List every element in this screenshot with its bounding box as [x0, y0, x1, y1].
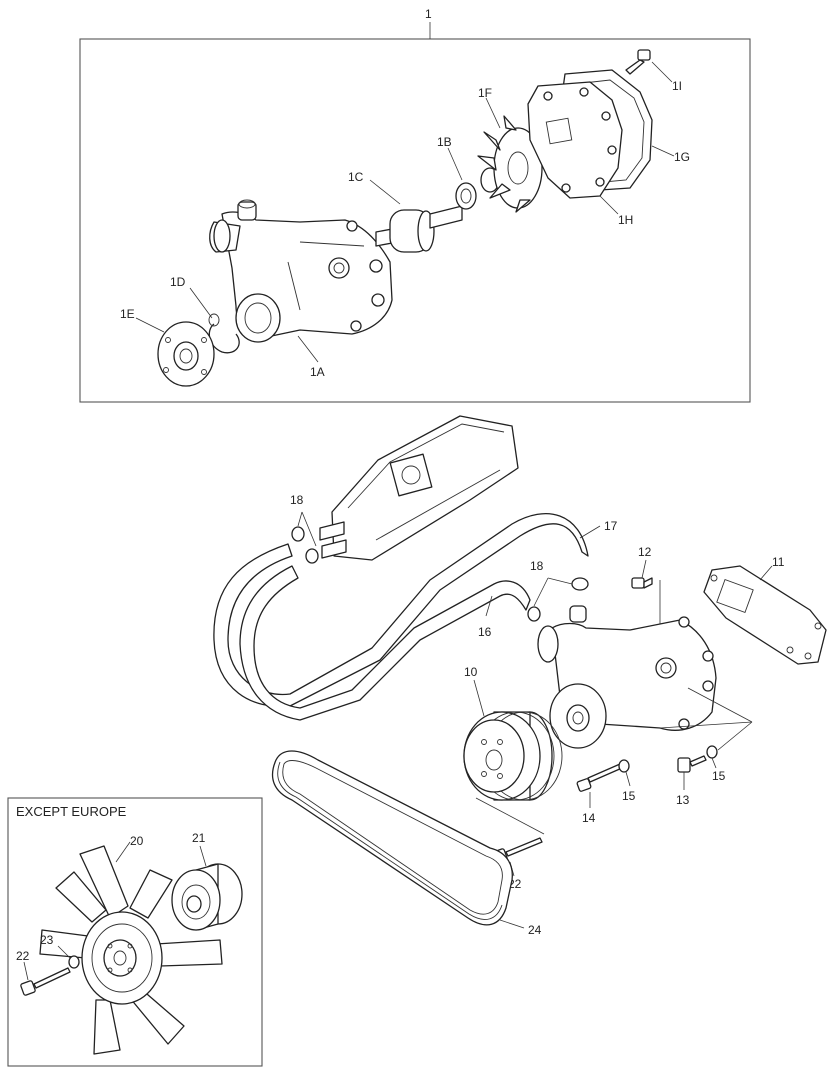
- impeller-1F: [477, 115, 543, 213]
- callout-23: 23: [40, 933, 54, 947]
- callout-22-fan: 22: [16, 949, 30, 963]
- callout-24: 24: [528, 923, 542, 937]
- hose-16: [239, 565, 531, 721]
- callout-1C: 1C: [348, 170, 364, 184]
- callout-18-left: 18: [290, 493, 304, 507]
- circlip-1D: [208, 313, 240, 354]
- hose-clamp-18-right: [527, 577, 589, 622]
- callout-12: 12: [638, 545, 652, 559]
- bolt-22-fan: [20, 967, 71, 996]
- callout-16: 16: [478, 625, 492, 639]
- drive-belt-24: [271, 750, 513, 926]
- shaft-bearing-1C: [375, 205, 463, 253]
- callout-1H: 1H: [618, 213, 633, 227]
- inset-frame: [7, 797, 263, 1067]
- callout-10: 10: [464, 665, 478, 679]
- callout-1F: 1F: [478, 86, 492, 100]
- callout-18-right: 18: [530, 559, 544, 573]
- water-pump-detail-group: 1 1A 1C: [79, 7, 751, 403]
- callout-1G: 1G: [674, 150, 690, 164]
- callout-15-center: 15: [622, 789, 636, 803]
- callout-21: 21: [192, 831, 206, 845]
- callout-1E: 1E: [120, 307, 135, 321]
- hose-clamp-18-left: [291, 526, 319, 564]
- callout-1I: 1I: [672, 79, 682, 93]
- detail-frame: [79, 38, 751, 403]
- callout-20: 20: [130, 834, 144, 848]
- thermostat-housing: [319, 415, 519, 561]
- callout-1A: 1A: [310, 365, 325, 379]
- gasket-11: [703, 565, 827, 665]
- viscous-coupling-21: [171, 863, 243, 931]
- bolt-1I: [625, 49, 651, 75]
- callout-13: 13: [676, 793, 690, 807]
- callout-1B: 1B: [437, 135, 452, 149]
- washer-15-right: [706, 745, 718, 759]
- back-plate-1H: [527, 81, 623, 199]
- bolt-13: [677, 755, 707, 773]
- bolt-12: [631, 577, 653, 589]
- inset-title: EXCEPT EUROPE: [16, 804, 127, 819]
- callout-1: 1: [425, 7, 432, 21]
- hub-flange-1E: [157, 321, 215, 387]
- water-pump-lower: [537, 605, 717, 749]
- callout-1D: 1D: [170, 275, 186, 289]
- pump-housing-1A: [209, 199, 393, 343]
- callout-15-right: 15: [712, 769, 726, 783]
- fan-20: [39, 845, 223, 1055]
- seal-1B: [455, 167, 500, 210]
- washer-15-center: [618, 759, 630, 773]
- washer-23: [68, 955, 80, 969]
- pulley-10: [463, 711, 563, 801]
- except-europe-inset: EXCEPT EUROPE 20: [7, 797, 263, 1067]
- bolt-14: [576, 763, 623, 792]
- cooling-assembly-group: 18 17 16 18 12: [213, 415, 827, 937]
- callout-14: 14: [582, 811, 596, 825]
- callout-11: 11: [772, 555, 785, 569]
- callout-17: 17: [604, 519, 618, 533]
